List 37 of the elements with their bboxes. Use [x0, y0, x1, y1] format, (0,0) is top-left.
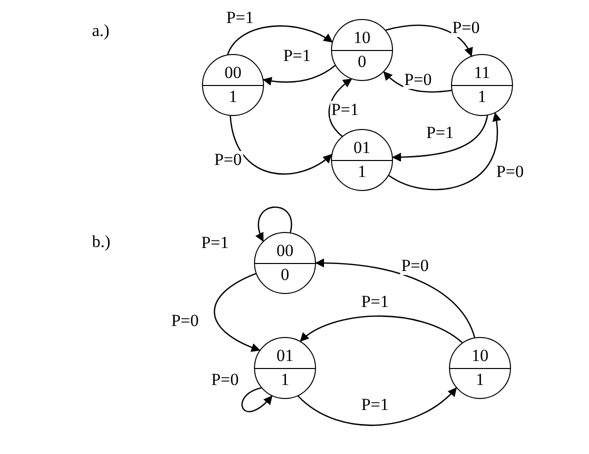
transition-arrow — [383, 71, 452, 93]
transition-arrow — [388, 112, 501, 190]
state-output: 1 — [476, 371, 484, 389]
edge-label: P=0 — [403, 71, 433, 89]
state-code: 10 — [472, 347, 488, 365]
edge-label: P=1 — [330, 101, 360, 119]
edge-label: P=0 — [451, 19, 481, 37]
state-circle — [331, 19, 393, 81]
transition-arrow — [227, 25, 333, 55]
state-output: 1 — [228, 88, 238, 106]
state-code: 10 — [354, 29, 370, 47]
state-circle — [254, 337, 316, 399]
state-code: 01 — [276, 347, 294, 365]
state-output: 1 — [478, 88, 486, 106]
transition-arrow — [386, 24, 472, 57]
transition-arrow — [242, 387, 273, 412]
transition-arrow — [392, 115, 488, 162]
edge-label: P=0 — [400, 257, 430, 275]
state-output: 1 — [358, 163, 366, 181]
transition-arrow — [256, 206, 292, 242]
state-output: 1 — [280, 371, 290, 389]
state-code: 00 — [224, 64, 242, 82]
state-code: 01 — [354, 139, 370, 157]
transition-arrow — [300, 315, 463, 344]
transition-arrow — [230, 116, 332, 175]
transition-arrow — [262, 64, 336, 86]
part-label: b.) — [92, 233, 110, 251]
state-circle — [449, 337, 511, 399]
transition-arrow — [328, 78, 352, 137]
state-code: 11 — [474, 64, 490, 82]
state-output: 0 — [358, 53, 366, 71]
state-output: 0 — [280, 266, 290, 284]
transition-arrow — [315, 258, 476, 338]
part-label: a.) — [92, 22, 110, 40]
state-code: 00 — [276, 242, 294, 260]
transition-arrow — [298, 387, 457, 426]
transition-arrow — [214, 273, 260, 352]
